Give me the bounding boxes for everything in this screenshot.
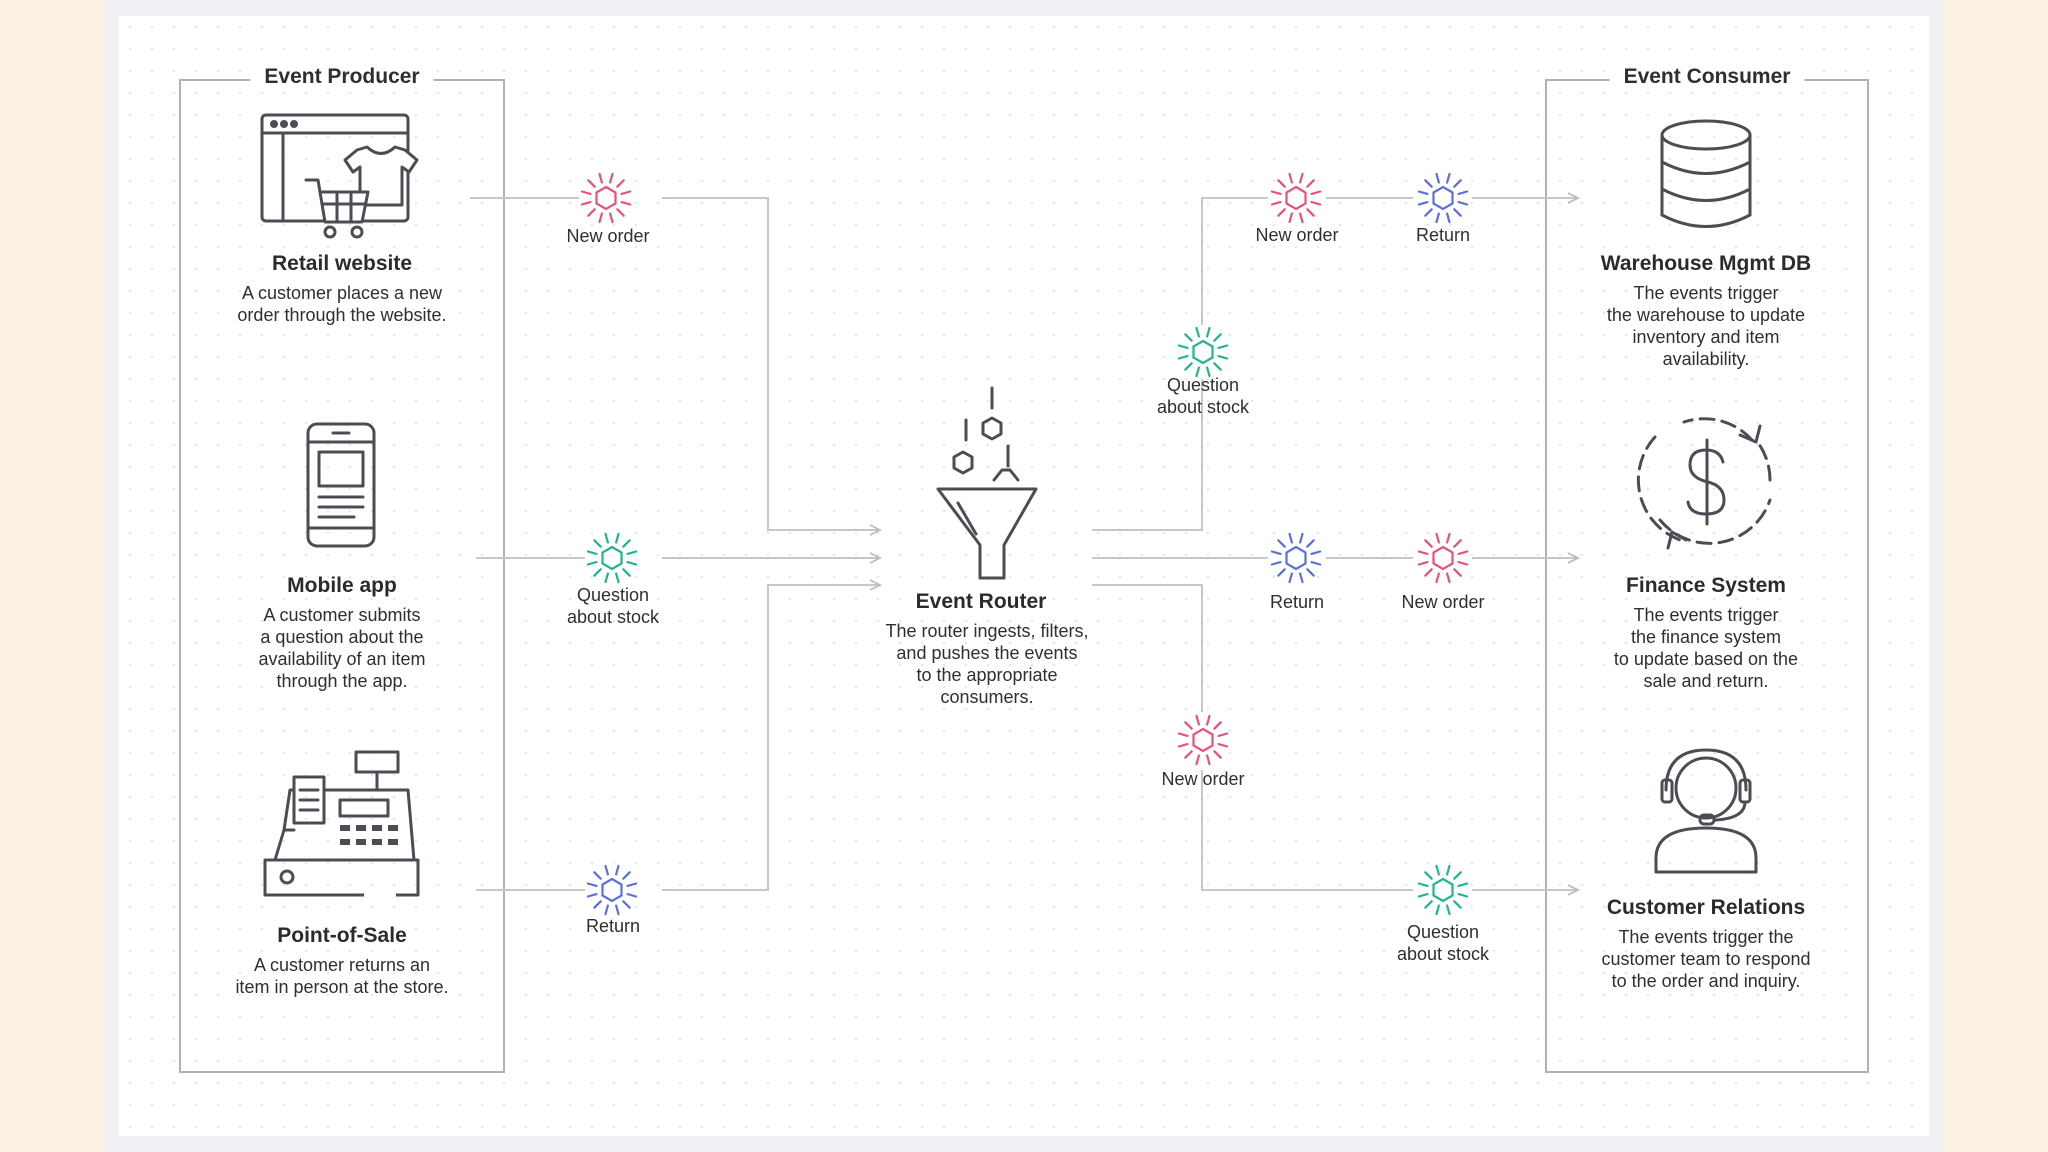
question-event-icon — [585, 531, 639, 585]
node-title-retail-website: Retail website — [271, 252, 413, 275]
producer-connectors — [470, 197, 883, 891]
consumer-group-title: Event Consumer — [1609, 65, 1805, 89]
router-desc: The router ingests, filters, and pushes … — [885, 621, 1089, 707]
new-order-event-icon — [1416, 531, 1470, 585]
node-title-point-of-sale: Point-of-Sale — [277, 924, 407, 947]
return-event-icon — [585, 863, 639, 917]
dollar-cycle-icon — [1636, 417, 1772, 550]
node-desc-point-of-sale: A customer returns an item in person at … — [235, 955, 449, 997]
question-event-icon — [1176, 325, 1230, 379]
event-label-return: Return — [1269, 592, 1325, 612]
funnel-icon — [936, 386, 1038, 580]
consumer-group-box — [1545, 79, 1869, 1073]
event-label-return: Return — [1415, 225, 1471, 245]
consumer-connectors — [1092, 192, 1581, 896]
question-event-icon — [1416, 863, 1470, 917]
diagram-card — [119, 16, 1929, 1136]
node-desc-retail-website: A customer places a new order through th… — [237, 283, 447, 325]
node-desc-customer-relations: The events trigger the customer team to … — [1601, 927, 1811, 991]
event-label-question-about-stock: Question about stock — [1396, 922, 1490, 964]
database-icon — [1660, 119, 1752, 228]
producer-group-box — [179, 79, 505, 1073]
node-title-warehouse-db: Warehouse Mgmt DB — [1600, 252, 1812, 275]
new-order-event-icon — [1176, 713, 1230, 767]
new-order-event-icon — [579, 171, 633, 225]
event-label-new-order: New order — [566, 226, 650, 246]
node-desc-warehouse-db: The events trigger the warehouse to upda… — [1606, 283, 1806, 369]
node-desc-finance-system: The events trigger the finance system to… — [1613, 605, 1799, 691]
cash-register-icon — [263, 750, 420, 897]
router-title: Event Router — [915, 590, 1047, 613]
node-title-finance-system: Finance System — [1626, 574, 1786, 597]
retail-website-icon — [260, 113, 419, 239]
event-label-new-order: New order — [1255, 225, 1339, 245]
node-title-mobile-app: Mobile app — [287, 574, 397, 597]
headset-agent-icon — [1654, 748, 1758, 874]
new-order-event-icon — [1269, 171, 1323, 225]
event-label-return: Return — [585, 916, 641, 936]
node-title-customer-relations: Customer Relations — [1606, 896, 1806, 919]
events-layer — [579, 171, 1470, 917]
node-desc-mobile-app: A customer submits a question about the … — [258, 605, 426, 691]
return-event-icon — [1269, 531, 1323, 585]
event-label-question-about-stock: Question about stock — [566, 585, 660, 627]
event-label-new-order: New order — [1161, 769, 1245, 789]
producer-group-title: Event Producer — [250, 65, 434, 89]
mobile-phone-icon — [306, 422, 376, 548]
return-event-icon — [1416, 171, 1470, 225]
event-label-question-about-stock: Question about stock — [1156, 375, 1250, 417]
event-label-new-order: New order — [1401, 592, 1485, 612]
